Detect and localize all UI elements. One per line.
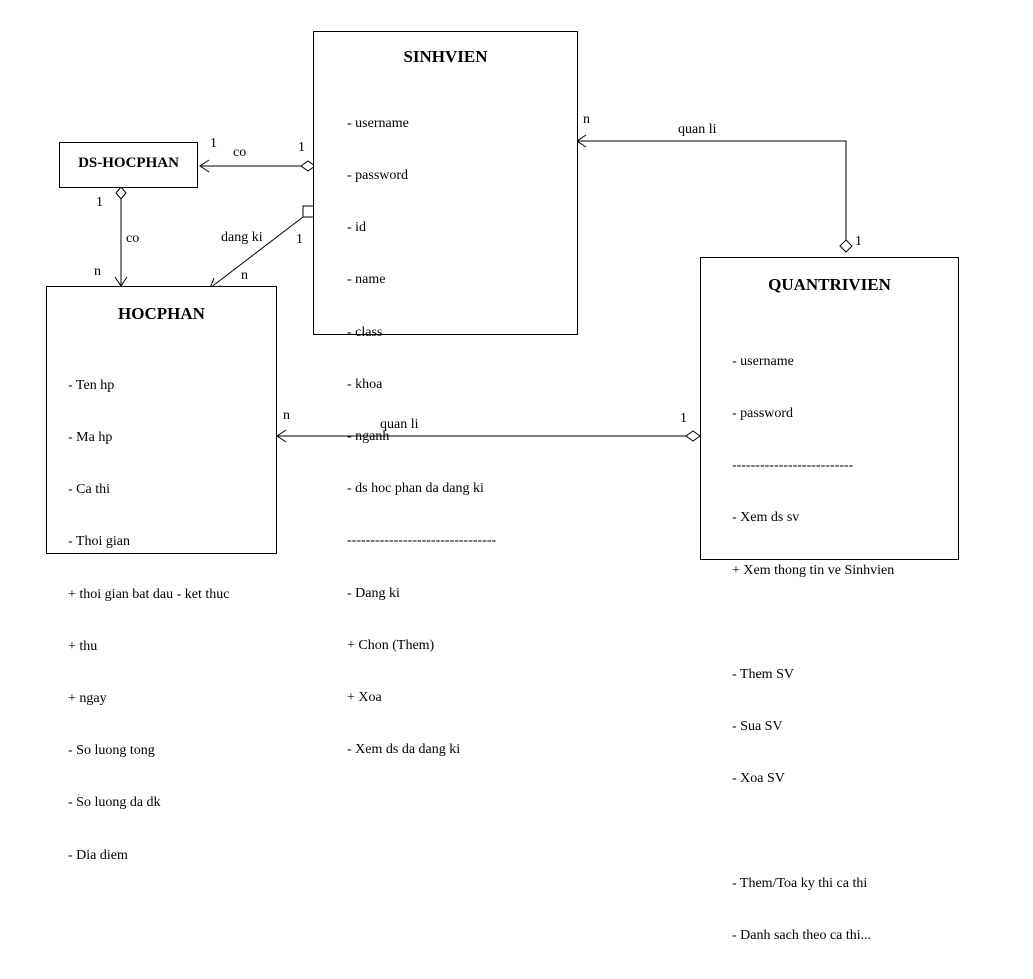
entity-hocphan: HOCPHAN - Ten hp - Ma hp - Ca thi - Thoi… — [46, 286, 277, 863]
multiplicity-label: n — [241, 268, 248, 283]
multiplicity-label: 1 — [855, 234, 862, 249]
attribute: - So luong tong — [68, 743, 155, 759]
operation: - Xem ds da dang ki — [347, 742, 461, 758]
entity-title: QUANTRIVIEN — [768, 275, 891, 294]
relation-label: dang ki — [221, 230, 263, 245]
relation-qtv-sv-line — [576, 134, 853, 253]
entity-quantrivien: QUANTRIVIEN - username - password ------… — [700, 257, 959, 943]
multiplicity-label: 1 — [298, 140, 305, 155]
attribute-list: - username - password ------------------… — [732, 318, 894, 979]
attribute: - id — [347, 220, 367, 236]
multiplicity-label: n — [283, 408, 290, 423]
operation: - Sua SV — [732, 719, 783, 735]
operation: - Xem ds sv — [732, 510, 800, 526]
attribute: - password — [347, 168, 409, 184]
attribute: + ngay — [68, 691, 107, 707]
operation: - Dang ki — [347, 585, 400, 601]
attribute: - password — [732, 406, 794, 422]
attribute: - nganh — [347, 429, 390, 445]
relation-label: co — [233, 145, 247, 160]
attribute: - ds hoc phan da dang ki — [347, 481, 484, 497]
attribute: - Ten hp — [68, 377, 115, 393]
entity-sinhvien: SINHVIEN - username - password - id - na… — [313, 31, 578, 757]
multiplicity-label: 1 — [296, 232, 303, 247]
attribute: - Dia diem — [68, 847, 128, 863]
attribute: - Thoi gian — [68, 534, 130, 550]
operation: - Xoa SV — [732, 771, 785, 787]
multiplicity-label: n — [94, 264, 101, 279]
multiplicity-label: 1 — [210, 136, 217, 151]
attribute: + thoi gian bat dau - ket thuc — [68, 586, 230, 602]
operation: - Them SV — [732, 667, 794, 683]
multiplicity-label: n — [583, 112, 590, 127]
multiplicity-label: 1 — [96, 195, 103, 210]
attribute: - Ca thi — [68, 482, 110, 498]
entity-ds-hocphan: DS-HOCPHAN — [59, 142, 198, 188]
operation — [732, 823, 894, 840]
attribute: - class — [347, 324, 383, 340]
entity-title: DS-HOCPHAN — [78, 155, 179, 171]
relation-label: co — [126, 231, 140, 246]
multiplicity-label: 1 — [680, 411, 687, 426]
attribute-list: - username - password - id - name - clas… — [347, 80, 496, 793]
attribute: - name — [347, 272, 386, 288]
attribute: - username — [347, 115, 409, 131]
entity-title: HOCPHAN — [118, 304, 205, 323]
relation-label: quan li — [678, 122, 717, 137]
attribute: - Ma hp — [68, 430, 113, 446]
attribute: - So luong da dk — [68, 795, 161, 811]
operation: + Xoa — [347, 690, 382, 706]
attribute: - username — [732, 353, 794, 369]
relation-label: quan li — [380, 417, 419, 432]
operation: + Chon (Them) — [347, 637, 435, 653]
operation: - Them/Toa ky thi ca thi — [732, 875, 868, 891]
relation-qtv-hp-line — [276, 429, 701, 443]
separator: -------------------------- — [732, 458, 854, 474]
attribute: - khoa — [347, 376, 383, 392]
attribute-list: - Ten hp - Ma hp - Ca thi - Thoi gian + … — [68, 342, 229, 899]
operation: + Xem thong tin ve Sinhvien — [732, 562, 895, 578]
operation — [732, 614, 894, 631]
separator: -------------------------------- — [347, 533, 497, 549]
entity-title: SINHVIEN — [403, 47, 488, 66]
relation-sv-dshp-line — [199, 159, 316, 173]
attribute: + thu — [68, 638, 98, 654]
operation: - Danh sach theo ca thi... — [732, 928, 872, 944]
